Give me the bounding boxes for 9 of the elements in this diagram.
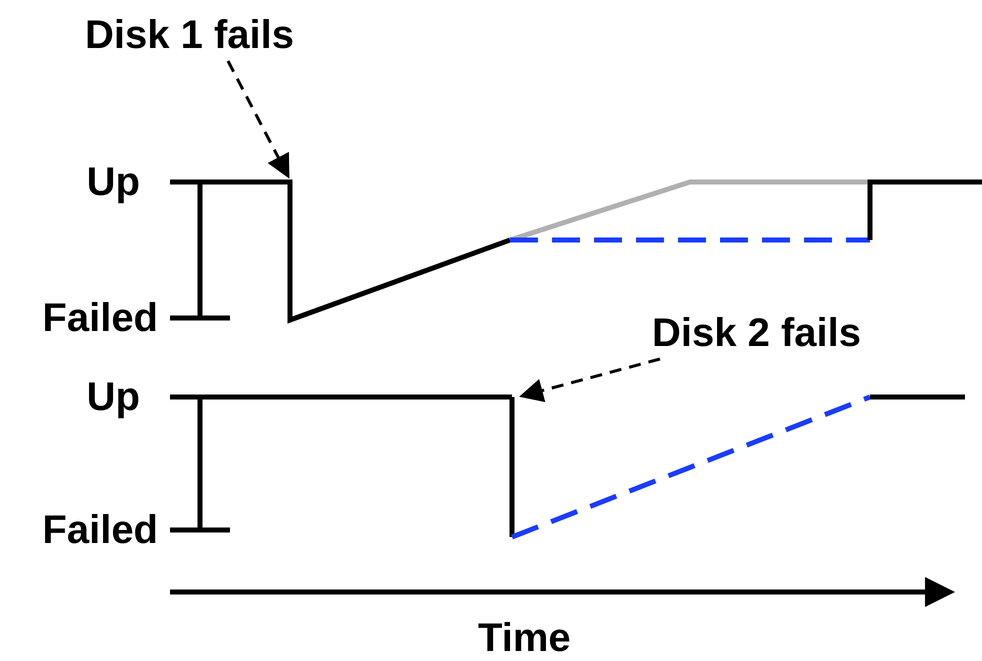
axis-label: Failed	[42, 295, 158, 341]
axis-label: Up	[86, 374, 140, 420]
axis-label: Failed	[42, 507, 158, 553]
axis-label: Up	[86, 159, 140, 205]
annotation-label: Disk 1 fails	[85, 12, 294, 58]
axis-label: Time	[478, 615, 571, 661]
leader-line	[519, 358, 660, 402]
annotation-label: Disk 2 fails	[652, 310, 862, 356]
leader-line	[226, 60, 290, 179]
